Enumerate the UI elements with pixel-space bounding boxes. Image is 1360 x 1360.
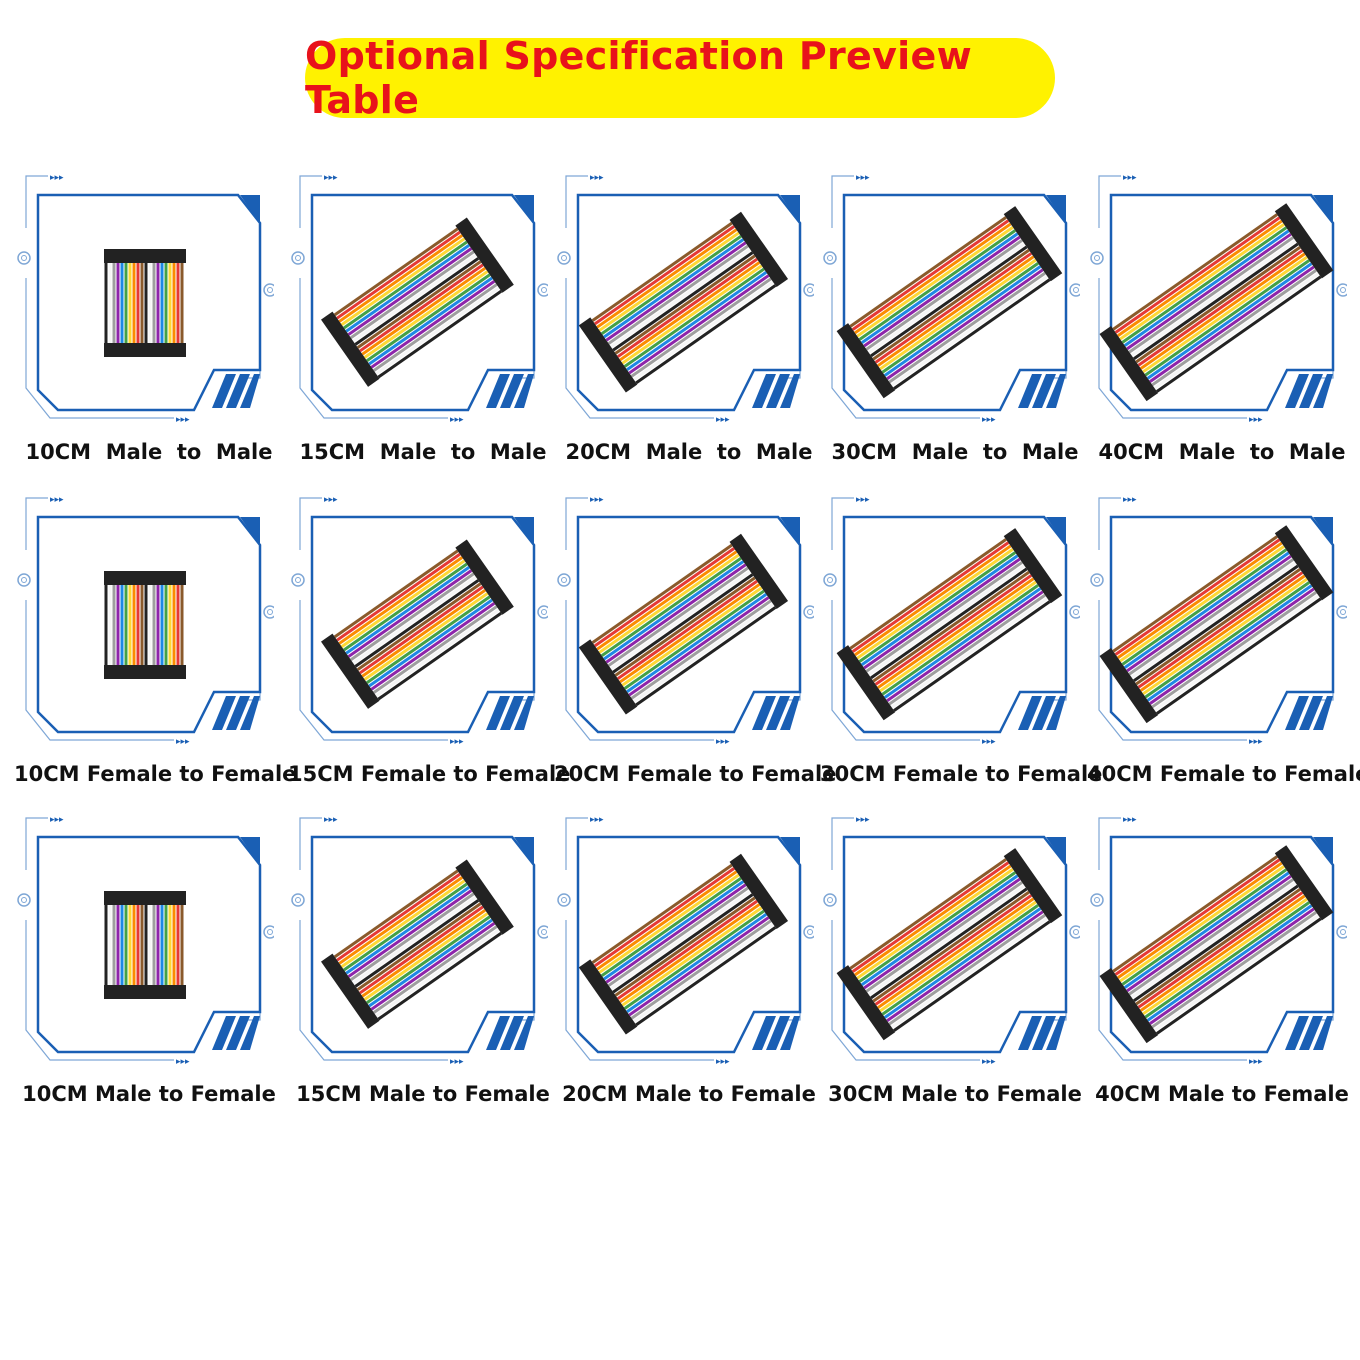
tech-frame-icon: ▸▸▸ ▸▸▸: [291, 815, 548, 1067]
jumper-cable-image: [578, 211, 789, 393]
spec-card[interactable]: ▸▸▸ ▸▸▸ 40CM Female to Female: [1087, 490, 1360, 790]
svg-text:▸▸▸: ▸▸▸: [50, 173, 64, 183]
spec-label: 15CM Male to Female: [296, 1082, 550, 1106]
tech-frame-icon: ▸▸▸ ▸▸▸: [291, 495, 548, 747]
svg-text:▸▸▸: ▸▸▸: [856, 495, 870, 505]
tech-frame-icon: ▸▸▸ ▸▸▸: [823, 173, 1080, 425]
tech-frame-icon: ▸▸▸ ▸▸▸: [17, 815, 274, 1067]
spec-label: 10CM Male to Male: [25, 440, 273, 464]
svg-text:▸▸▸: ▸▸▸: [1123, 173, 1137, 183]
svg-text:▸▸▸: ▸▸▸: [176, 1057, 190, 1067]
svg-text:▸▸▸: ▸▸▸: [982, 737, 996, 747]
tech-frame-icon: ▸▸▸ ▸▸▸: [1090, 815, 1347, 1067]
jumper-cable-image: [104, 571, 186, 679]
svg-text:▸▸▸: ▸▸▸: [982, 415, 996, 425]
jumper-cable-image: [836, 848, 1063, 1041]
spec-label: 10CM Male to Female: [22, 1082, 276, 1106]
tech-frame-icon: ▸▸▸ ▸▸▸: [557, 173, 814, 425]
jumper-cable-image: [104, 891, 186, 999]
tech-frame-icon: ▸▸▸ ▸▸▸: [557, 815, 814, 1067]
jumper-cable-image: [836, 528, 1063, 721]
svg-text:▸▸▸: ▸▸▸: [324, 173, 338, 183]
spec-label: 40CM Female to Female: [1087, 762, 1360, 786]
spec-card[interactable]: ▸▸▸ ▸▸▸ 40CM Male to Male: [1087, 168, 1347, 468]
svg-text:▸▸▸: ▸▸▸: [324, 495, 338, 505]
spec-card[interactable]: ▸▸▸ ▸▸▸ 20CM Male to Male: [554, 168, 814, 468]
tech-frame-icon: ▸▸▸ ▸▸▸: [557, 495, 814, 747]
svg-text:▸▸▸: ▸▸▸: [982, 1057, 996, 1067]
spec-card[interactable]: ▸▸▸ ▸▸▸ 10CM Female to Female: [14, 490, 296, 790]
svg-text:▸▸▸: ▸▸▸: [590, 495, 604, 505]
jumper-cable-image: [321, 217, 514, 387]
svg-text:▸▸▸: ▸▸▸: [176, 415, 190, 425]
spec-label: 30CM Female to Female: [820, 762, 1103, 786]
jumper-cable-image: [1099, 525, 1334, 724]
spec-card[interactable]: ▸▸▸ ▸▸▸ 15CM Male to Male: [288, 168, 548, 468]
jumper-cable-image: [1099, 203, 1334, 402]
svg-text:▸▸▸: ▸▸▸: [176, 737, 190, 747]
spec-card[interactable]: ▸▸▸ ▸▸▸ 20CM Male to Female: [554, 810, 816, 1110]
svg-text:▸▸▸: ▸▸▸: [50, 495, 64, 505]
svg-text:▸▸▸: ▸▸▸: [450, 737, 464, 747]
jumper-cable-image: [836, 206, 1063, 399]
tech-frame-icon: ▸▸▸ ▸▸▸: [291, 173, 548, 425]
spec-card[interactable]: ▸▸▸ ▸▸▸ 40CM Male to Female: [1087, 810, 1349, 1110]
page-title: Optional Specification Preview Table: [305, 34, 972, 122]
tech-frame-icon: ▸▸▸ ▸▸▸: [1090, 495, 1347, 747]
svg-text:▸▸▸: ▸▸▸: [1249, 415, 1263, 425]
spec-card[interactable]: ▸▸▸ ▸▸▸ 20CM Female to Female: [554, 490, 836, 790]
svg-text:▸▸▸: ▸▸▸: [1123, 815, 1137, 825]
spec-label: 40CM Male to Male: [1098, 440, 1346, 464]
tech-frame-icon: ▸▸▸ ▸▸▸: [1090, 173, 1347, 425]
title-banner: Optional Specification Preview Table: [305, 34, 1055, 122]
jumper-cable-image: [321, 859, 514, 1029]
tech-frame-icon: ▸▸▸ ▸▸▸: [17, 173, 274, 425]
tech-frame-icon: ▸▸▸ ▸▸▸: [823, 495, 1080, 747]
spec-label: 15CM Male to Male: [299, 440, 547, 464]
spec-card[interactable]: ▸▸▸ ▸▸▸ 30CM Female to Female: [820, 490, 1102, 790]
svg-text:▸▸▸: ▸▸▸: [590, 173, 604, 183]
svg-text:▸▸▸: ▸▸▸: [716, 1057, 730, 1067]
spec-label: 30CM Male to Male: [831, 440, 1079, 464]
spec-label: 40CM Male to Female: [1095, 1082, 1349, 1106]
svg-text:▸▸▸: ▸▸▸: [856, 815, 870, 825]
svg-text:▸▸▸: ▸▸▸: [1249, 737, 1263, 747]
svg-text:▸▸▸: ▸▸▸: [716, 415, 730, 425]
jumper-cable-image: [578, 533, 789, 715]
spec-label: 10CM Female to Female: [14, 762, 297, 786]
spec-label: 20CM Female to Female: [554, 762, 837, 786]
tech-frame-icon: ▸▸▸ ▸▸▸: [823, 815, 1080, 1067]
jumper-cable-image: [578, 853, 789, 1035]
jumper-cable-image: [104, 249, 186, 357]
spec-card[interactable]: ▸▸▸ ▸▸▸ 15CM Female to Female: [288, 490, 570, 790]
svg-text:▸▸▸: ▸▸▸: [856, 173, 870, 183]
jumper-cable-image: [1099, 845, 1334, 1044]
spec-label: 20CM Male to Female: [562, 1082, 816, 1106]
jumper-cable-image: [321, 539, 514, 709]
svg-text:▸▸▸: ▸▸▸: [716, 737, 730, 747]
tech-frame-icon: ▸▸▸ ▸▸▸: [17, 495, 274, 747]
svg-text:▸▸▸: ▸▸▸: [1249, 1057, 1263, 1067]
svg-text:▸▸▸: ▸▸▸: [450, 1057, 464, 1067]
spec-label: 15CM Female to Female: [288, 762, 571, 786]
svg-text:▸▸▸: ▸▸▸: [324, 815, 338, 825]
svg-text:▸▸▸: ▸▸▸: [590, 815, 604, 825]
svg-text:▸▸▸: ▸▸▸: [50, 815, 64, 825]
spec-label: 20CM Male to Male: [565, 440, 813, 464]
spec-label: 30CM Male to Female: [828, 1082, 1082, 1106]
spec-card[interactable]: ▸▸▸ ▸▸▸ 30CM Male to Male: [820, 168, 1080, 468]
spec-card[interactable]: ▸▸▸ ▸▸▸ 10CM Male to Female: [14, 810, 276, 1110]
spec-card[interactable]: ▸▸▸ ▸▸▸ 15CM Male to Female: [288, 810, 550, 1110]
svg-text:▸▸▸: ▸▸▸: [450, 415, 464, 425]
spec-card[interactable]: ▸▸▸ ▸▸▸ 30CM Male to Female: [820, 810, 1082, 1110]
svg-text:▸▸▸: ▸▸▸: [1123, 495, 1137, 505]
spec-card[interactable]: ▸▸▸ ▸▸▸ 10CM Male to Male: [14, 168, 274, 468]
